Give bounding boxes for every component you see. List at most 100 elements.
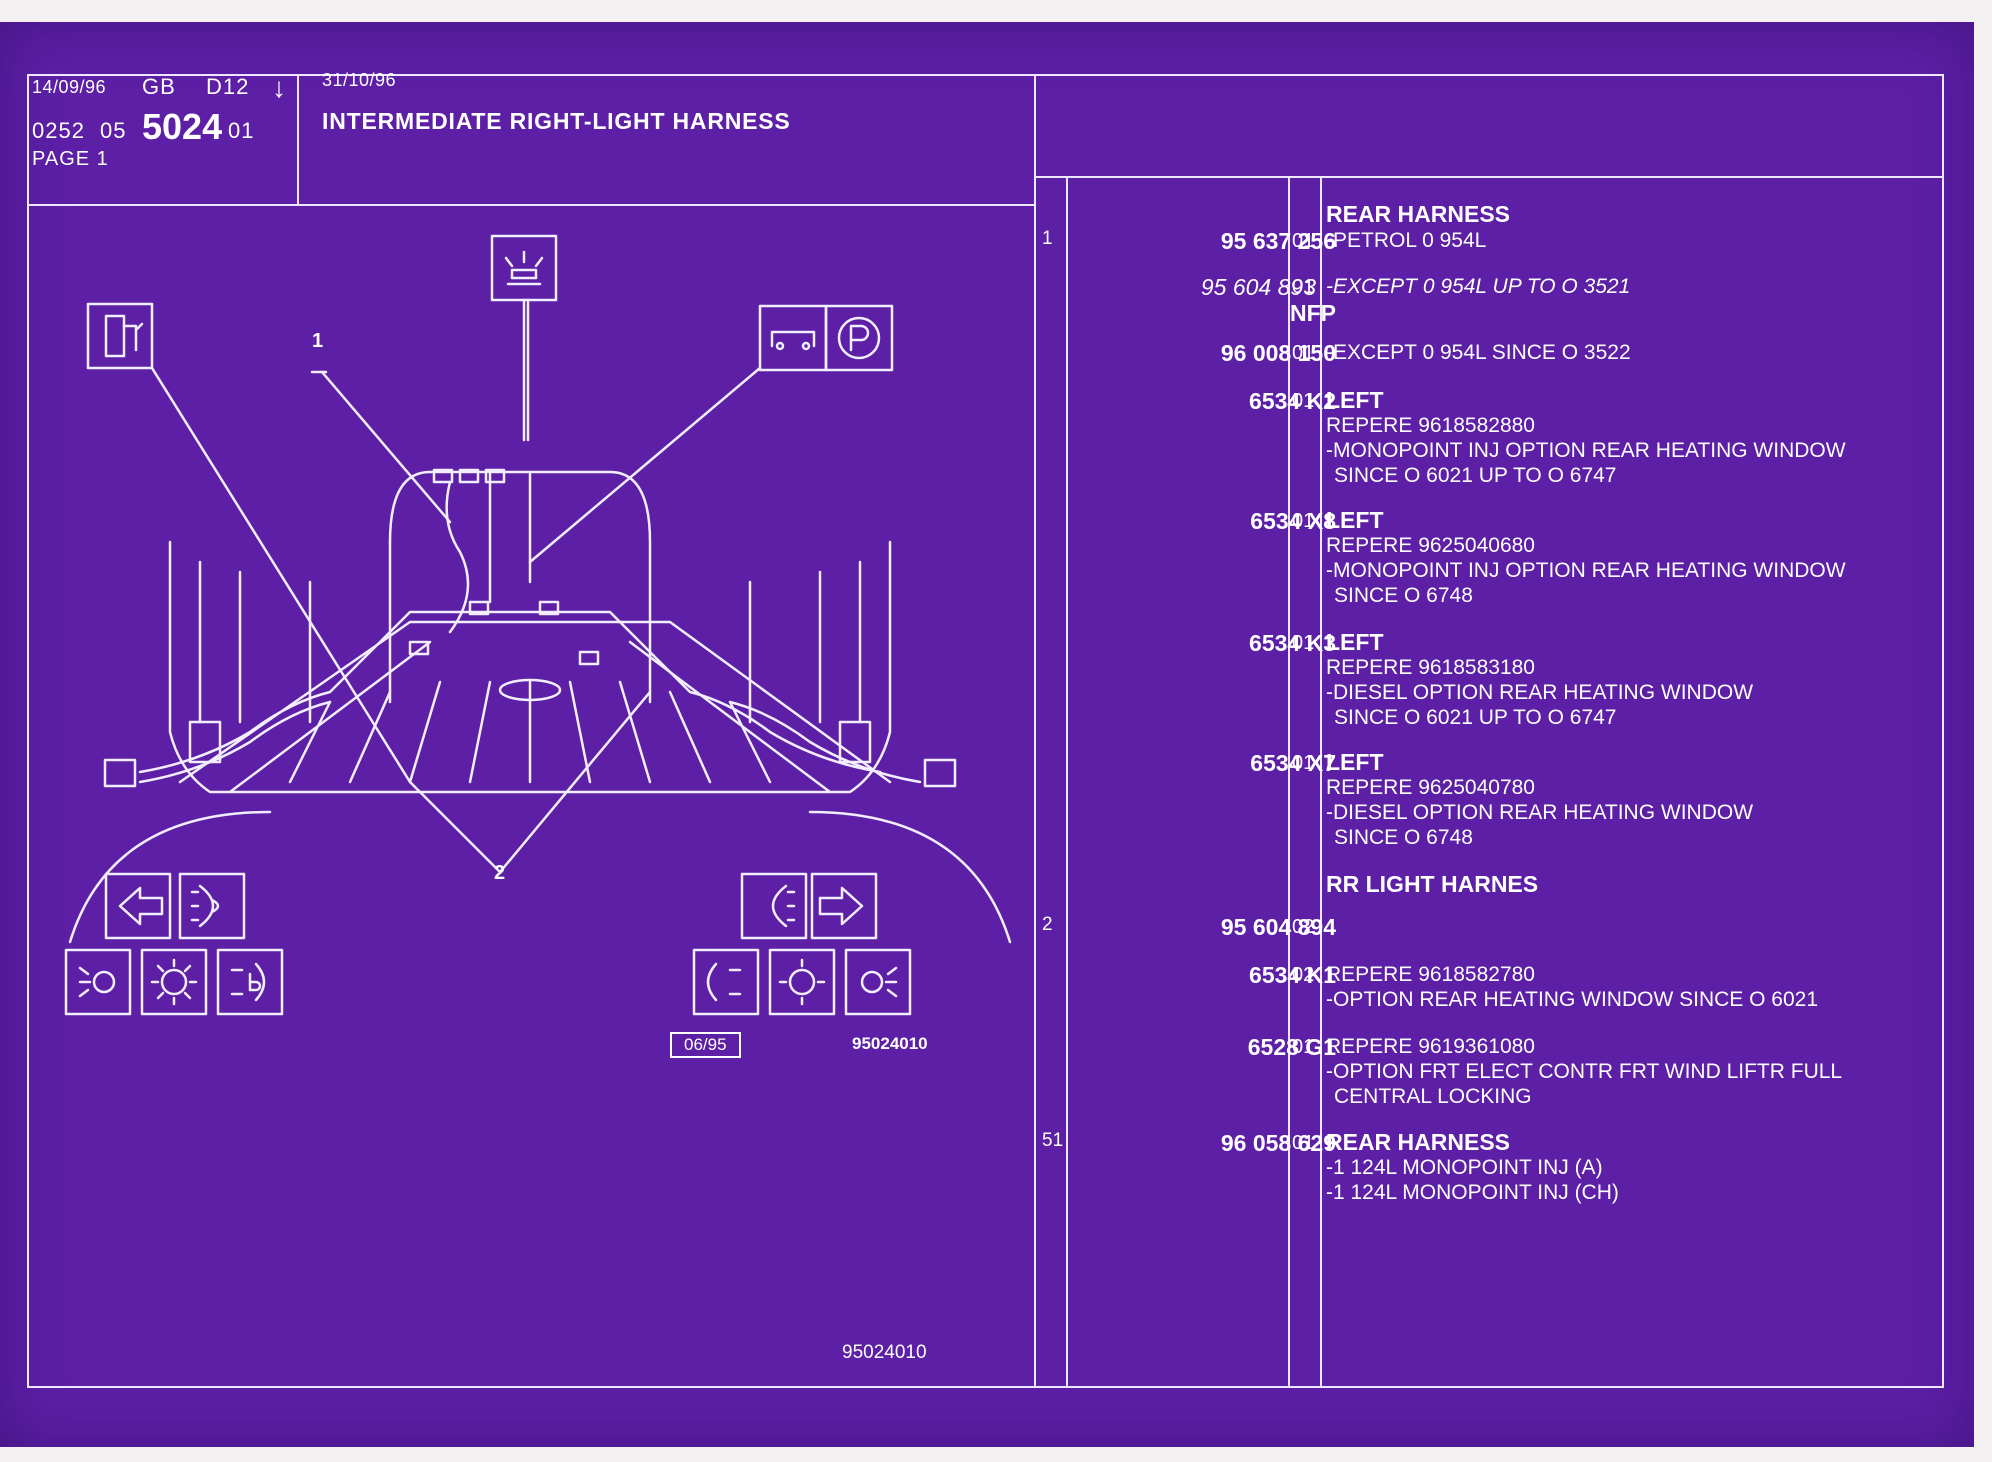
quantity: 02 <box>1292 964 1315 986</box>
quantity: 01 <box>1292 1132 1315 1154</box>
description-line: RR LIGHT HARNES <box>1326 871 1539 897</box>
harness-diagram <box>50 222 1030 1122</box>
page-title: INTERMEDIATE RIGHT-LIGHT HARNESS <box>322 108 791 134</box>
rear-lamp-icon <box>216 948 284 1016</box>
rear-fog-icon <box>178 872 246 940</box>
part-number: 6534 K3 <box>1249 630 1336 656</box>
description-line: -1 124L MONOPOINT INJ (CH) <box>1326 1181 1619 1204</box>
diagram-column-border <box>1034 74 1036 1386</box>
description-line: -EXCEPT 0 954L SINCE O 3522 <box>1326 341 1631 364</box>
header-ref-b: 05 <box>100 118 127 143</box>
description-line: LEFT <box>1326 749 1384 775</box>
part-number: 95 604 893 <box>1200 274 1316 300</box>
part-number: 96 008 150 <box>1220 340 1336 366</box>
seat-belt-icon <box>758 304 828 372</box>
diagram-ref-code: 95024010 <box>852 1034 928 1053</box>
right-indicator-icon <box>810 872 878 940</box>
harness-diagram-drawing <box>64 234 1012 1016</box>
description-line: -DIESEL OPTION REAR HEATING WINDOW <box>1326 681 1754 704</box>
reverse-lamp-icon-right <box>844 948 912 1016</box>
parts-sheet: 14/09/96 GB D12 ↓ 0252 05 5024 01 PAGE 1… <box>0 22 1974 1447</box>
quantity: 01 <box>1292 390 1315 412</box>
header-ref-main: 5024 <box>142 106 223 147</box>
description-line: REPERE 9625040680 <box>1326 534 1535 557</box>
part-number: 96 058 629 <box>1220 1130 1336 1156</box>
description-line: CENTRAL LOCKING <box>1334 1085 1532 1108</box>
qty-column-border-left <box>1288 176 1290 1386</box>
header-bottom-line-right <box>1034 176 1942 178</box>
quantity: 01 <box>1292 230 1315 252</box>
description-line: REAR HARNESS <box>1326 201 1511 227</box>
quantity: 01 <box>1292 510 1315 532</box>
header-ref-c: 01 <box>228 118 255 143</box>
header-language: GB <box>142 74 176 99</box>
part-number: 6534 X8 <box>1250 508 1336 534</box>
callout-1: 1 <box>312 330 324 352</box>
description-line: -1 124L MONOPOINT INJ (A) <box>1326 1156 1603 1179</box>
description-line: LEFT <box>1326 507 1384 533</box>
part-description: REAR HARNESS-1 124L MONOPOINT INJ (A)-1 … <box>1326 1130 1619 1205</box>
description-line: SINCE O 6021 UP TO O 6747 <box>1334 706 1617 729</box>
qty-column-border-right <box>1320 176 1322 1386</box>
quantity: 01 <box>1292 752 1315 774</box>
part-description: -EXCEPT 0 954L SINCE O 3522 <box>1326 340 1631 365</box>
description-line: -PETROL 0 954L <box>1326 229 1487 252</box>
roof-lamp-icon <box>490 234 558 302</box>
header-date: 14/09/96 <box>32 77 107 97</box>
description-line: LEFT <box>1326 387 1384 413</box>
item-ref: 2 <box>1042 914 1053 935</box>
ref-column-border <box>1066 176 1068 1386</box>
item-ref: 1 <box>1042 228 1053 249</box>
description-line: REPERE 9618582880 <box>1326 414 1535 437</box>
brake-lamp-icon-right <box>768 948 836 1016</box>
callout-2: 2 <box>494 862 506 884</box>
description-line: -MONOPOINT INJ OPTION REAR HEATING WINDO… <box>1326 439 1846 462</box>
description-line: SINCE O 6748 <box>1334 584 1473 607</box>
description-line: -OPTION FRT ELECT CONTR FRT WIND LIFTR F… <box>1326 1060 1843 1083</box>
part-description: REPERE 9619361080-OPTION FRT ELECT CONTR… <box>1326 1034 1842 1109</box>
description-line: REPERE 9618583180 <box>1326 656 1535 679</box>
parking-brake-icon <box>824 304 894 372</box>
description-line: LEFT <box>1326 629 1384 655</box>
revision-box: 06/95 <box>670 1032 741 1058</box>
part-status: NFP <box>1290 300 1336 326</box>
description-line: -EXCEPT 0 954L UP TO O 3521 <box>1326 275 1631 298</box>
part-number: 95 604 894 <box>1220 914 1336 940</box>
quantity: 01 <box>1292 1036 1315 1058</box>
item-ref: 51 <box>1042 1130 1064 1151</box>
description-line: SINCE O 6021 UP TO O 6747 <box>1334 464 1617 487</box>
header-bottom-line-left <box>27 204 1036 206</box>
description-line: SINCE O 6748 <box>1334 826 1473 849</box>
rear-fog-icon-right <box>740 872 808 940</box>
part-description: -PETROL 0 954L <box>1326 228 1486 253</box>
quantity: 01 <box>1292 276 1315 298</box>
header-arrow-icon: ↓ <box>272 72 287 103</box>
header-date-2: 31/10/96 <box>322 70 397 90</box>
part-description: REAR HARNESS <box>1326 202 1510 227</box>
fuel-pump-icon <box>86 302 154 370</box>
description-line: -OPTION REAR HEATING WINDOW SINCE O 6021 <box>1326 988 1819 1011</box>
figure-number: 95024010 <box>842 1342 927 1363</box>
part-number: 6528 G1 <box>1247 1034 1336 1060</box>
header-page: PAGE 1 <box>32 148 109 170</box>
header-ref-a: 0252 <box>32 118 85 143</box>
header-divider <box>297 74 299 204</box>
part-number: 6534 K2 <box>1249 388 1336 414</box>
part-description: RR LIGHT HARNES <box>1326 872 1538 897</box>
sheet-frame <box>27 74 1944 1388</box>
rear-lamp-icon-right <box>692 948 760 1016</box>
description-line: REPERE 9619361080 <box>1326 1035 1535 1058</box>
description-line: REPERE 9625040780 <box>1326 776 1535 799</box>
left-indicator-icon <box>104 872 172 940</box>
description-line: REAR HARNESS <box>1326 1129 1511 1155</box>
part-description: REPERE 9618582780-OPTION REAR HEATING WI… <box>1326 962 1818 1012</box>
part-number: 6534 K1 <box>1249 962 1336 988</box>
quantity: 02 <box>1292 916 1315 938</box>
reverse-lamp-icon <box>64 948 132 1016</box>
description-line: -DIESEL OPTION REAR HEATING WINDOW <box>1326 801 1754 824</box>
header-code: D12 <box>206 74 250 99</box>
